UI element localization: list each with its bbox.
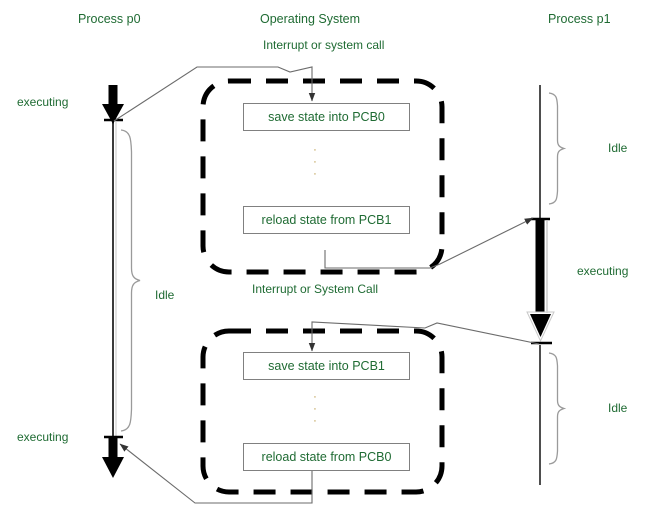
box-save-state-pcb1 <box>243 352 410 380</box>
p1-idle-brace-bottom <box>548 352 567 465</box>
box-reload-state-pcb1 <box>243 206 410 234</box>
os-block-2-ellipsis: ··· <box>313 391 317 427</box>
page-title-operating-system: Operating System <box>260 12 361 26</box>
p0-idle-brace <box>120 129 141 432</box>
os-block-1-ellipsis: ··· <box>313 144 317 180</box>
p0-label-executing-top: executing <box>17 95 69 109</box>
box-save-state-pcb0 <box>243 103 410 131</box>
p0-label-idle: Idle <box>155 288 175 302</box>
connector-p0-to-save-pcb0 <box>113 66 316 122</box>
p1-label-idle-bottom: Idle <box>608 401 628 415</box>
page-title-process-p1: Process p1 <box>548 12 611 26</box>
p1-idle-brace-top <box>548 92 567 205</box>
interrupt-label-top: Interrupt or system call <box>263 38 385 52</box>
connector-p1-to-save-pcb1 <box>308 321 540 352</box>
os-block-1-dashed-border <box>200 78 445 275</box>
p1-label-executing: executing <box>577 264 629 278</box>
os-block-2-dashed-border <box>200 328 445 495</box>
connector-reload-pcb1-to-p1 <box>324 217 534 269</box>
page-title-process-p0: Process p0 <box>78 12 141 26</box>
p1-label-idle-top: Idle <box>608 141 628 155</box>
box-reload-state-pcb0 <box>243 443 410 471</box>
p0-label-executing-bottom: executing <box>17 430 69 444</box>
box-reload-state-pcb1-label: reload state from PCB1 <box>261 213 392 227</box>
p0-executing-arrow-top <box>102 85 124 124</box>
interrupt-label-bottom: Interrupt or System Call <box>252 282 379 296</box>
box-save-state-pcb1-label: save state into PCB1 <box>268 359 385 373</box>
connector-reload-pcb0-to-p0 <box>119 443 313 504</box>
p0-executing-arrow-bottom <box>102 435 124 478</box>
p1-executing-arrow <box>526 217 555 345</box>
box-save-state-pcb0-label: save state into PCB0 <box>268 110 385 124</box>
p0-timeline <box>112 120 117 447</box>
box-reload-state-pcb0-label: reload state from PCB0 <box>261 450 392 464</box>
